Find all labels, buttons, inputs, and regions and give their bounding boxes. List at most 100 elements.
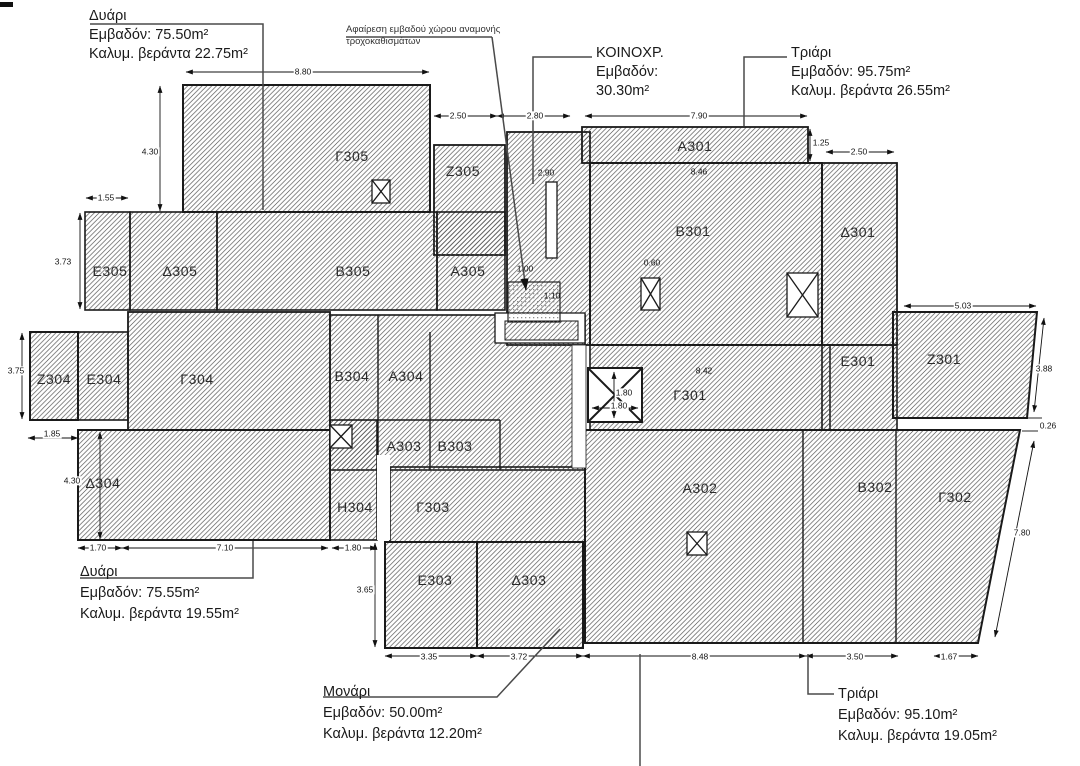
room-h304: Η304 [337,499,373,515]
room-e305: Ε305 [92,263,128,279]
room-a304: Α304 [388,368,424,384]
dim-label: 2.90 [537,167,555,178]
block-b305 [216,211,438,311]
annotation-line: Καλυμ. βεράντα 22.75m² [89,46,248,62]
room-b303: Β303 [437,438,473,454]
annotation-line: Εμβαδόν: 95.10m² [838,707,958,723]
annotation-unit-bottom-right: Τριάρι Εμβαδόν: 95.10m² Καλυμ. βεράντα 1… [838,684,997,747]
dim-label: 0.60 [643,257,661,268]
leader-bottom-right [807,654,834,695]
annotation-line: Τριάρι [838,686,879,702]
room-d304: Δ304 [85,475,121,491]
dim-label: 3.73 [53,256,73,267]
block-e304 [77,331,129,421]
dim-label: 2.80 [525,110,545,121]
dim-label: 3.72 [509,651,529,662]
dim-label: 1.55 [96,192,116,203]
room-a302: Α302 [682,480,718,496]
room-a305: Α305 [450,263,486,279]
shaft-xbox-a302 [686,531,708,556]
annotation-line: Εμβαδόν: [596,64,659,80]
block-d301 [821,162,898,346]
annotation-unit-bottom-left: Δυάρι Εμβαδόν: 75.55m² Καλυμ. βεράντα 19… [80,562,239,625]
room-z305: Ζ305 [445,163,481,179]
dim-label: 1.80 [343,542,363,553]
room-d305: Δ305 [162,263,198,279]
dim-label: 1.00 [516,263,534,274]
dim-label: 4.30 [140,146,160,157]
room-b301: Β301 [675,223,711,239]
dim-label: 8.42 [695,365,713,376]
crop-mark [0,2,13,7]
annotation-line: Τριάρι [791,45,832,61]
annotation-unit-bottom-mid: Μονάρι Εμβαδόν: 50.00m² Καλυμ. βεράντα 1… [323,682,482,745]
block-e305 [84,211,131,311]
annotation-unit-top-right: Τριάρι Εμβαδόν: 95.75m² Καλυμ. βεράντα 2… [791,44,950,101]
room-g303: Γ303 [416,499,450,515]
block-d303 [476,541,584,649]
annotation-common-areas: ΚΟΙΝΟΧΡ. Εμβαδόν: 30.30m² [596,44,664,101]
block-g305 [182,84,431,213]
dim-label: 3.65 [355,584,375,595]
room-b304: Β304 [334,368,370,384]
annotation-line: Δυάρι [89,8,127,24]
dim-label: 8.48 [690,651,710,662]
annotation-line: Εμβαδόν: 75.55m² [80,585,200,601]
dim-label: 1.10 [543,290,561,301]
room-e304: Ε304 [86,371,122,387]
room-a303: Α303 [386,438,422,454]
room-d301: Δ301 [840,224,876,240]
dim-label: 3.88 [1034,363,1054,374]
leader-top-right [743,56,787,126]
annotation-line: Εμβαδόν: 75.50m² [89,27,209,43]
stair-slot [545,181,558,259]
shaft-xbox-b301-large [786,272,819,318]
dim-label: 7.10 [215,542,235,553]
room-d303: Δ303 [511,572,547,588]
dim-label: 4.30 [62,475,82,486]
leader-wheelchair [491,36,529,291]
leader-bottom-mid [323,628,561,698]
dim-label: 1.85 [42,428,62,439]
shaft-xbox-b301-small [640,277,661,311]
room-b305: Β305 [335,263,371,279]
annotation-line: Μονάρι [323,684,371,700]
annotation-unit-top-left: Δυάρι Εμβαδόν: 75.50m² Καλυμ. βεράντα 22… [89,7,248,64]
annotation-line: 30.30m² [596,83,650,99]
annotation-line: Καλυμ. βεράντα 12.20m² [323,726,482,742]
shaft-xbox-h304 [329,424,353,449]
corridor-sliver-mid [571,344,587,469]
annotation-line: Εμβαδόν: 50.00m² [323,705,443,721]
room-g305: Γ305 [335,148,369,164]
dim-label: 0.26 [1038,420,1058,431]
annotation-line: Εμβαδόν: 95.75m² [791,64,911,80]
dim-label: 3.50 [845,651,865,662]
step-ticks [1022,417,1042,432]
shaft-xbox-g305 [371,179,391,204]
dim-label: 2.50 [849,146,869,157]
room-z301: Ζ301 [926,351,962,367]
dim-label: 1.70 [88,542,108,553]
room-e301: Ε301 [840,353,876,369]
annotation-line: Καλυμ. βεράντα 19.05m² [838,728,997,744]
dim-label: 8.80 [293,66,313,77]
dim-label: 2.50 [448,110,468,121]
dim-label-elevator-w: 1.80 [614,387,634,398]
block-a305 [436,211,506,311]
block-b301 [589,162,823,346]
corridor-sliver-left [377,455,390,540]
partition-walls [377,315,897,643]
annotation-line: Αφαίρεση εμβαδού χώρου αναμονής [346,24,501,35]
dim-label: 1.25 [811,137,831,148]
room-a301: Α301 [677,138,713,154]
annotation-line: ΚΟΙΝΟΧΡ. [596,45,664,61]
dim-label: 3.35 [419,651,439,662]
block-d305 [129,211,218,311]
room-b302: Β302 [857,479,893,495]
annotation-wheelchair-note: Αφαίρεση εμβαδού χώρου αναμονής τροχοκαθ… [346,24,500,48]
block-d304 [77,429,331,541]
leader-common [532,56,592,184]
room-g302: Γ302 [938,489,972,505]
dim-label: 8.46 [690,166,708,177]
